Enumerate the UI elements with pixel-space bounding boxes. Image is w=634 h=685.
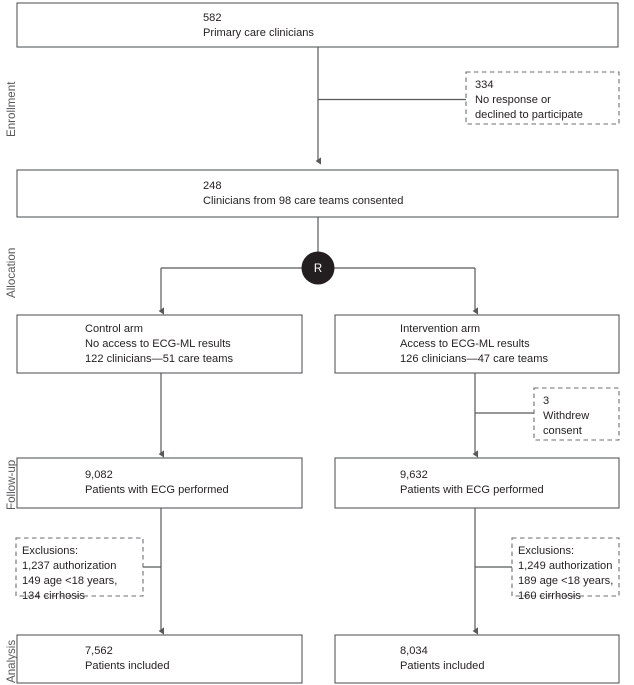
stage-label-analysis: Analysis xyxy=(5,640,18,683)
node-consented: 248 Clinicians from 98 care teams consen… xyxy=(16,169,619,218)
node-screened-box xyxy=(16,2,619,48)
node-control-followup-line-1: 9,082 xyxy=(85,469,113,481)
node-control-analysis-line-1: 7,562 xyxy=(85,645,113,657)
node-control-exclusions-line-2: 1,237 authorization xyxy=(22,560,116,572)
node-intervention-analysis: 8,034 Patients included xyxy=(334,634,620,684)
node-control-arm-box xyxy=(16,314,303,374)
node-control-analysis: 7,562 Patients included xyxy=(16,634,303,684)
node-screened: 582 Primary care clinicians xyxy=(16,2,619,48)
node-intervention-exclusions: Exclusions: 1,249 authorization 189 age … xyxy=(511,537,620,602)
node-intervention-arm-line-3: 126 clinicians—47 care teams xyxy=(400,353,548,365)
stage-label-allocation: Allocation xyxy=(5,248,18,298)
node-control-exclusions: Exclusions: 1,237 authorization 149 age … xyxy=(15,537,144,602)
node-intervention-exclusions-line-1: Exclusions: xyxy=(518,545,574,557)
node-control-followup-line-2: Patients with ECG performed xyxy=(85,484,229,496)
node-control-arm-line-1: Control arm xyxy=(85,323,143,335)
node-withdrew-consent-line-3: consent xyxy=(543,425,582,437)
node-control-exclusions-line-4: 134 cirrhosis xyxy=(22,590,85,602)
stage-label-followup: Follow-up xyxy=(5,460,18,510)
node-control-arm: Control arm No access to ECG-ML results … xyxy=(16,314,303,374)
node-excluded-enrollment-line-2: No response or xyxy=(475,94,551,106)
node-intervention-arm: Intervention arm Access to ECG-ML result… xyxy=(334,314,620,374)
node-randomization: R xyxy=(301,251,335,285)
node-intervention-followup-line-1: 9,632 xyxy=(400,469,428,481)
node-excluded-enrollment-box xyxy=(465,71,620,125)
randomization-label: R xyxy=(314,263,322,275)
randomization-circle xyxy=(301,251,335,285)
node-intervention-analysis-line-1: 8,034 xyxy=(400,645,428,657)
node-consented-line-2: Clinicians from 98 care teams consented xyxy=(203,195,403,207)
node-intervention-exclusions-box xyxy=(511,537,620,597)
node-intervention-followup: 9,632 Patients with ECG performed xyxy=(334,457,620,509)
node-intervention-analysis-line-2: Patients included xyxy=(400,660,485,672)
node-control-arm-line-3: 122 clinicians—51 care teams xyxy=(85,353,233,365)
node-excluded-enrollment-line-3: declined to participate xyxy=(475,109,583,121)
node-withdrew-consent-box xyxy=(533,387,620,441)
node-withdrew-consent: 3 Withdrew consent xyxy=(533,387,620,441)
node-intervention-arm-line-1: Intervention arm xyxy=(400,323,480,335)
node-intervention-exclusions-line-3: 189 age <18 years, xyxy=(518,575,613,587)
node-intervention-analysis-box xyxy=(334,634,620,684)
node-intervention-arm-line-2: Access to ECG-ML results xyxy=(400,338,530,350)
node-intervention-arm-box xyxy=(334,314,620,374)
node-withdrew-consent-line-2: Withdrew xyxy=(543,410,590,422)
node-intervention-followup-line-2: Patients with ECG performed xyxy=(400,484,544,496)
node-intervention-exclusions-line-4: 160 cirrhosis xyxy=(518,590,581,602)
stage-label-group: Enrollment Allocation Follow-up Analysis xyxy=(5,81,18,683)
node-control-analysis-line-2: Patients included xyxy=(85,660,170,672)
node-control-exclusions-line-3: 149 age <18 years, xyxy=(22,575,117,587)
node-consented-box xyxy=(16,169,619,218)
node-control-exclusions-line-1: Exclusions: xyxy=(22,545,78,557)
node-excluded-enrollment: 334 No response or declined to participa… xyxy=(465,71,620,125)
node-screened-line-2: Primary care clinicians xyxy=(203,27,314,39)
connector-group xyxy=(143,47,534,635)
node-control-arm-line-2: No access to ECG-ML results xyxy=(85,338,231,350)
node-intervention-exclusions-line-2: 1,249 authorization xyxy=(518,560,612,572)
node-excluded-enrollment-line-1: 334 xyxy=(475,79,494,91)
node-screened-line-1: 582 xyxy=(203,12,222,24)
node-control-followup: 9,082 Patients with ECG performed xyxy=(16,457,303,509)
node-intervention-followup-box xyxy=(334,457,620,509)
node-withdrew-consent-line-1: 3 xyxy=(543,395,549,407)
node-control-analysis-box xyxy=(16,634,303,684)
stage-label-enrollment: Enrollment xyxy=(5,81,18,137)
node-consented-line-1: 248 xyxy=(203,180,222,192)
node-control-followup-box xyxy=(16,457,303,509)
node-control-exclusions-box xyxy=(15,537,144,597)
